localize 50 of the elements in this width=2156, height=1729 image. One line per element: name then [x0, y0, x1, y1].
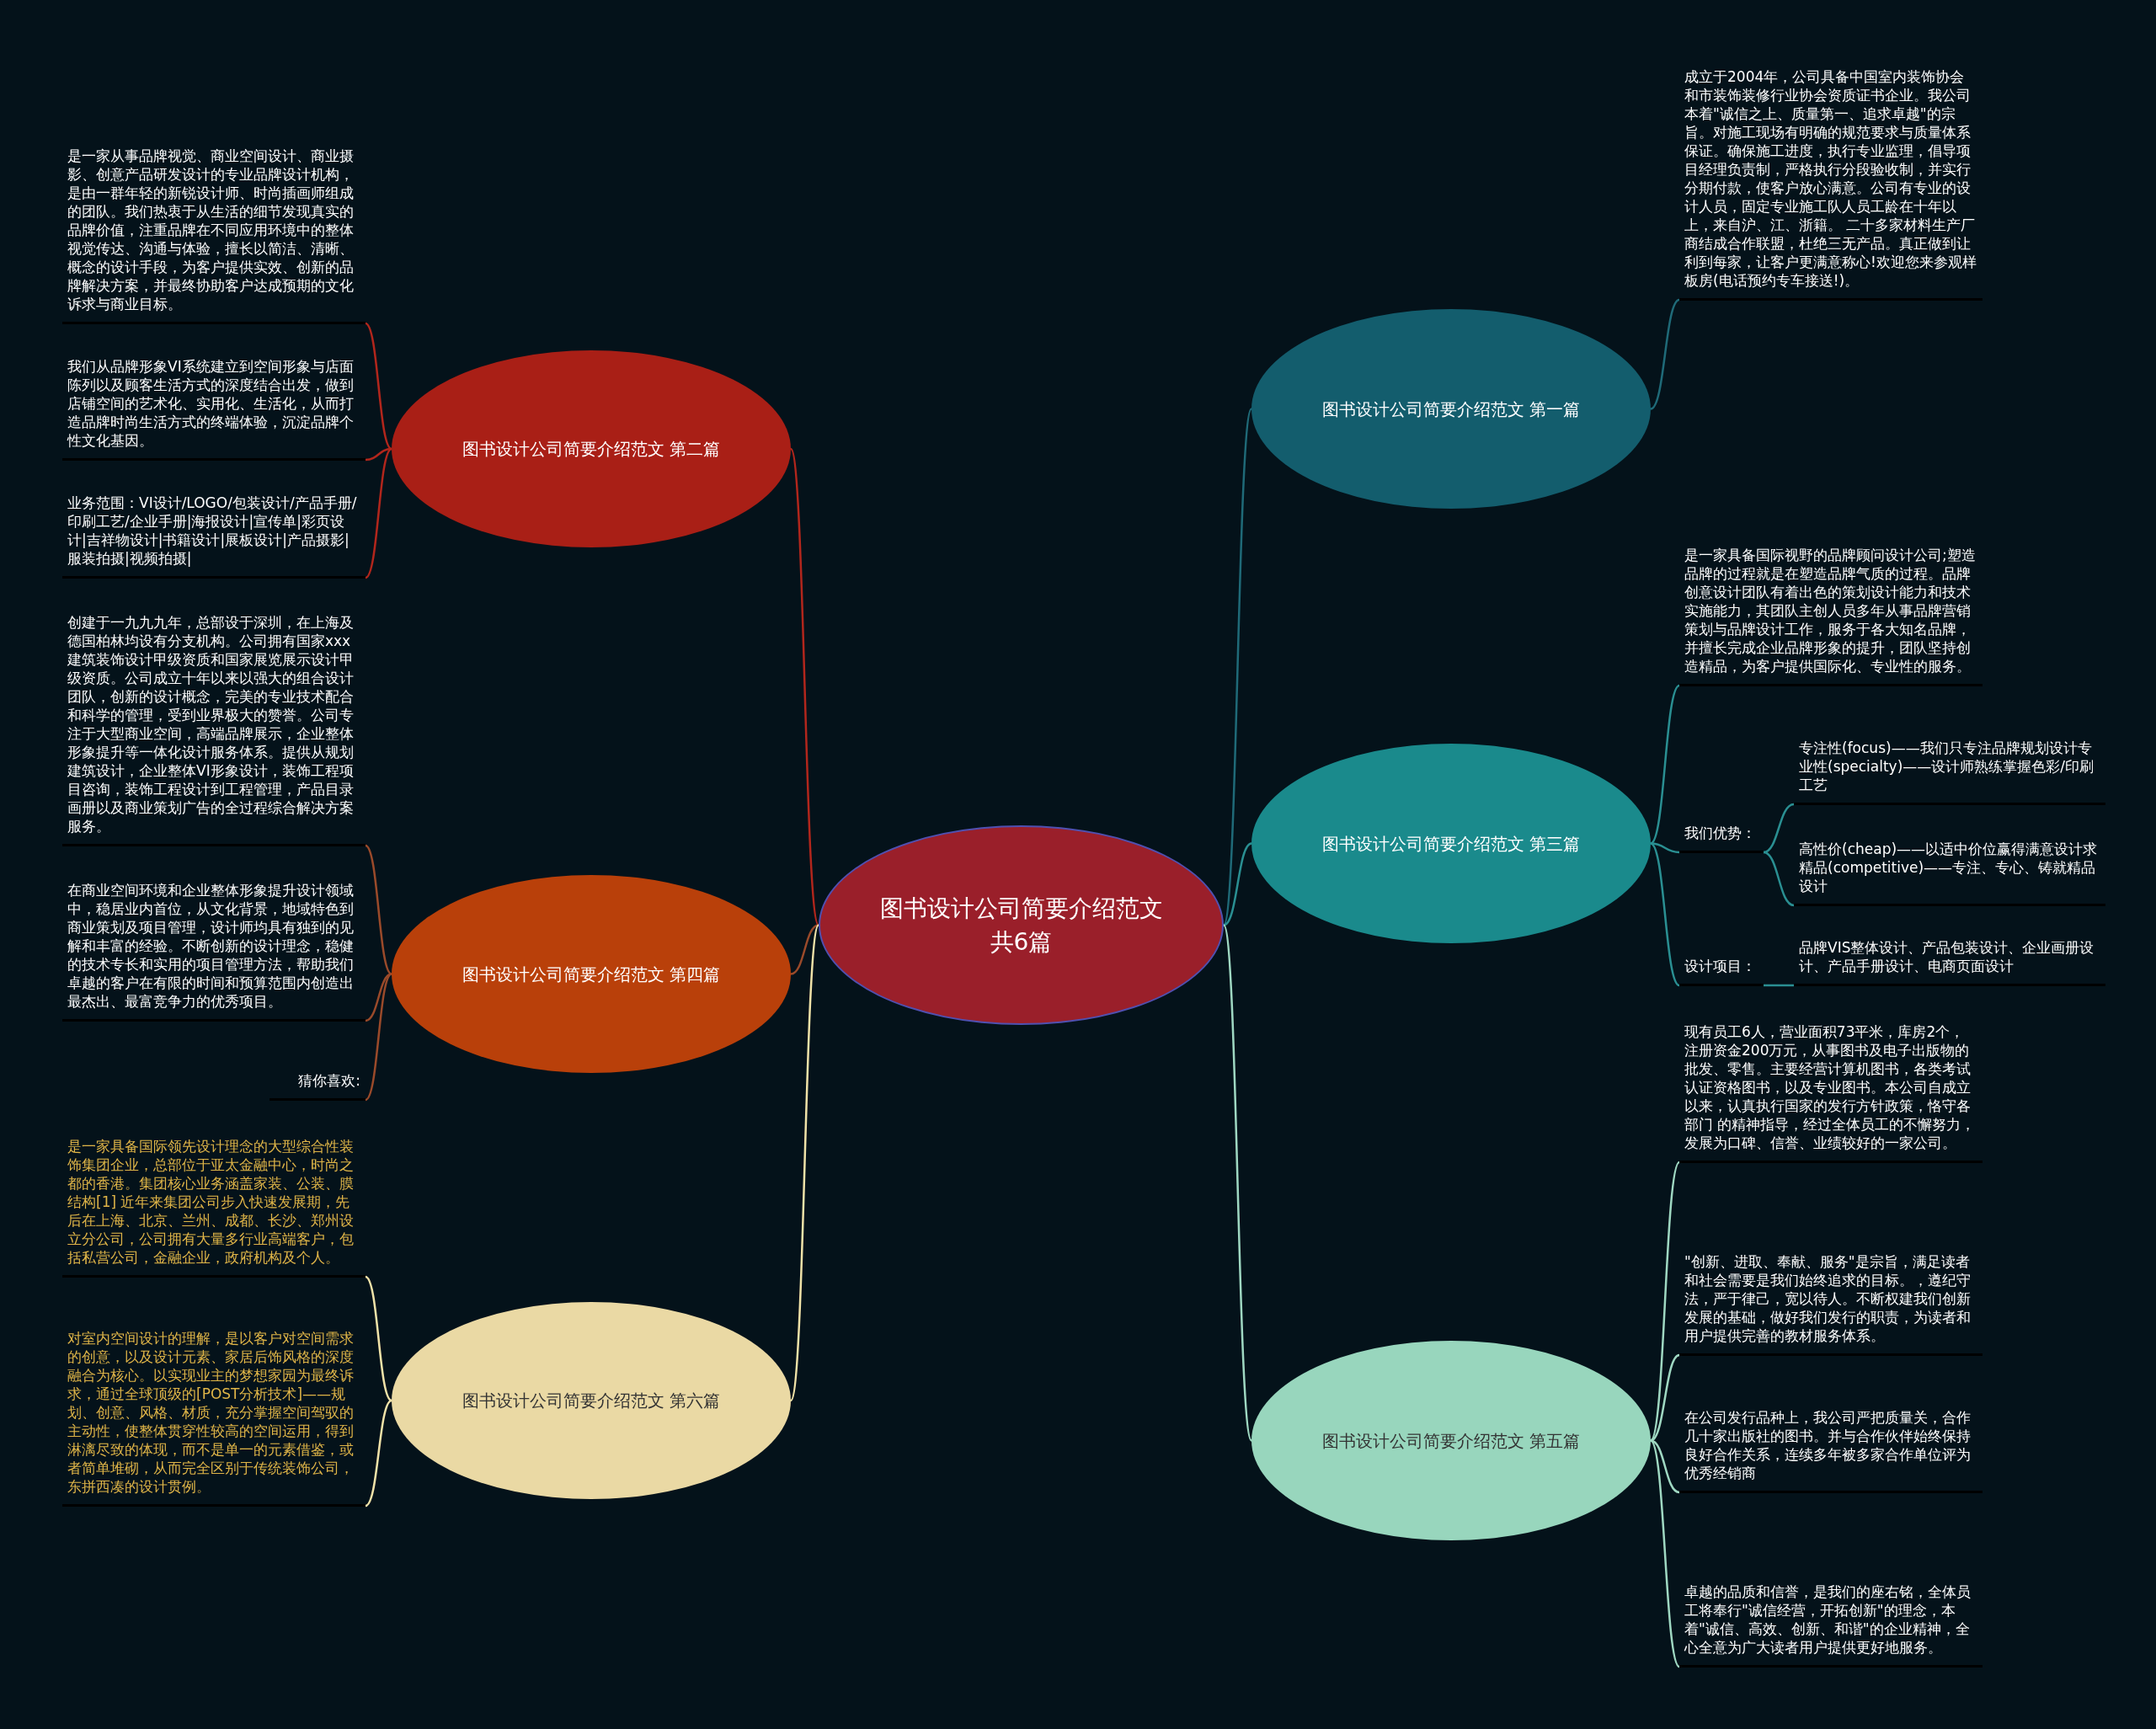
connector-line [1763, 851, 1795, 907]
topic-ellipse: 图书设计公司简要介绍范文 第二篇 [392, 350, 791, 547]
connector-line [1222, 408, 1253, 926]
text-note: 创建于一九九九年，总部设于深圳，在上海及德国柏林均设有分支机构。公司拥有国家xxx建筑装饰设计甲级资质和国家展览展示设计甲级资质。公司成立十年以来以强大的组合设计团队，创新的设计概念，完美的专业技术配合和科学的管理，受到业界极大的赞誉。公司专注于大型商业空间，高端品牌展示，企业整体形象提升等一体化设计服务体系。提供从规划建筑设计，企业整体VI形象设计，装饰工程项目咨询，装饰工程设计到工程管理，产品目录画册以及商业策划广告的全过程综合解决方案服务。 [62, 610, 366, 846]
text-note: 我们从品牌形象VI系统建立到空间形象与店面陈列以及顾客生活方式的深度结合出发，做到店铺空间的艺术化、实用化、生活化，从而打造品牌时尚生活方式的终端体验，沉淀品牌个性文化基因。 [62, 354, 366, 461]
connector-line [1222, 925, 1253, 1441]
text-note: 是一家从事品牌视觉、商业空间设计、商业摄影、创意产品研发设计的专业品牌设计机构，是由一群年轻的新锐设计师、时尚插画师组成的团队。我们热衷于从生活的细节发现真实的品牌价值，注重品牌在不同应用环境中的整体视觉传达、沟通与体验，擅长以简洁、清晰、概念的设计手段，为客户提供实效、创新的品牌解决方案，并最终协助客户达成预期的文化诉求与商业目标。 [62, 143, 366, 324]
connector-line [790, 924, 819, 975]
text-note: 业务范围：VI设计/LOGO/包装设计/产品手册/印刷工艺/企业手册|海报设计|宣传单|彩页设计|吉祥物设计|书籍设计|展板设计|产品摄影|服装拍摄|视频拍摄| [62, 490, 366, 579]
central-topic-ellipse: 图书设计公司简要介绍范文共6篇 [819, 825, 1224, 1025]
connector-line [1764, 984, 1794, 987]
text-note: 卓越的品质和信誉，是我们的座右铭，全体员工将奉行"诚信经营，开拓创新"的理念，本着"诚信、高效、创新、和谐"的企业精神，全心全意为广大读者用户提供更好地服务。 [1679, 1579, 1983, 1668]
connector-line [789, 925, 820, 1401]
connector-line [1650, 1439, 1680, 1668]
text-note: 现有员工6人，营业面积73平米，库房2个，注册资金200万元，从事图书及电子出版物的批发、零售。主要经营计算机图书，各类考试认证资格图书，以及专业图书。本公司自成立以来，认真执行国家的发行方针政策，恪守各部门 的精神指导，经过全体员工的不懈努力，发展为口碑、信誉、业绩较好的一家公司。 [1679, 1019, 1983, 1163]
connector-line [365, 447, 392, 462]
connector-line [365, 973, 392, 1101]
text-note: 我们优势： [1679, 820, 1764, 853]
topic-ellipse: 图书设计公司简要介绍范文 第一篇 [1251, 309, 1651, 509]
connector-line [1649, 1161, 1681, 1442]
text-note: 是一家具备国际视野的品牌顾问设计公司;塑造品牌的过程就是在塑造品牌气质的过程。品牌创意设计团队有着出色的策划设计能力和技术实施能力，其团队主创人员多年从事品牌营销策划与品牌设计工作，服务于各大知名品牌，并擅长完成企业品牌形象的提升，团队坚持创造精品，为客户提供国际化、专业性的服务。 [1679, 542, 1983, 686]
connector-line [789, 448, 820, 926]
text-note: 成立于2004年，公司具备中国室内装饰协会和市装饰装修行业协会资质证书企业。我公司本着"诚信之上、质量第一、追求卓越"的宗旨。对施工现场有明确的规范要求与质量体系保证。确保施工进度，执行专业监理，倡导项目经理负责制，严格执行分段验收制，并实行分期付款，使客户放心满意。公司有专业的设计人员，固定专业施工队人员工龄在十年以上，来自沪、江、浙籍。 二十多家材料生产厂商结成合作联盟，杜绝三无产品。真正做到让利到每家，让客户更满意称心!欢迎您来参观样板房(电话预约专车接送!)。 [1679, 64, 1983, 301]
connector-line [1650, 1353, 1680, 1442]
connector-line [365, 448, 392, 579]
connector-line [1650, 685, 1680, 845]
connector-line [1650, 842, 1680, 854]
text-note: 在商业空间环境和企业整体形象提升设计领域中，稳居业内首位，从文化背景，地域特色到商业策划及项目管理，设计师均具有独到的见解和丰富的经验。不断创新的设计理念，稳健的技术专长和实用的项目管理方法，帮助我们卓越的客户在有限的时间和预算范围内创造出最杰出、最富竞争力的优秀项目。 [62, 878, 366, 1022]
text-note: 高性价(cheap)——以适中价位赢得满意设计求精品(competitive)——专注、专心、铸就精品设计 [1794, 836, 2105, 906]
text-note: "创新、进取、奉献、服务"是宗旨，满足读者和社会需要是我们始终追求的目标。，遵纪守法，严于律己，宽以待人。不断权建我们创新发展的基础，做好我们发行的职责，为读者和用户提供完善的教材服务体系。 [1679, 1249, 1983, 1356]
topic-ellipse: 图书设计公司简要介绍范文 第五篇 [1251, 1341, 1651, 1540]
topic-ellipse: 图书设计公司简要介绍范文 第三篇 [1251, 744, 1651, 943]
connector-line [1223, 842, 1252, 926]
connector-line [365, 1399, 392, 1508]
connector-line [1650, 298, 1680, 410]
topic-ellipse: 图书设计公司简要介绍范文 第六篇 [392, 1302, 791, 1499]
text-note: 专注性(focus)——我们只专注品牌规划设计专业性(specialty)——设计师熟练掌握色彩/印刷工艺 [1794, 735, 2105, 805]
text-note: 是一家具备国际领先设计理念的大型综合性装饰集团企业，总部位于亚太金融中心，时尚之都的香港。集团核心业务涵盖家装、公装、膜结构[1] 近年来集团公司步入快速发展期，先后在上海、北京、兰州、成都、长沙、郑州设立分公司，公司拥有大量多行业高端客户，包括私营公司，金融企业，政府机构及个人。 [62, 1134, 366, 1278]
text-note: 猜你喜欢: [270, 1068, 366, 1101]
connector-line [365, 1276, 392, 1401]
connector-line [365, 323, 392, 450]
text-note: 设计项目： [1679, 953, 1764, 986]
text-note: 品牌VIS整体设计、产品包装设计、企业画册设计、产品手册设计、电商页面设计 [1794, 935, 2105, 986]
connector-line [1650, 1439, 1680, 1494]
topic-ellipse: 图书设计公司简要介绍范文 第四篇 [392, 875, 791, 1073]
connector-line [1763, 803, 1795, 854]
connector-line [1650, 842, 1680, 986]
text-note: 对室内空间设计的理解，是以客户对空间需求的创意，以及设计元素、家居后饰风格的深度融合为核心。以实现业主的梦想家园为最终诉求，通过全球顶级的[POST分析技术]——规划、创意、风格、材质，充分掌握空间驾驭的主动性，使整体贯穿性较高的空间运用，得到淋漓尽致的体现，而不是单一的元素借鉴，或者简单堆砌，从而完全区别于传统装饰公司，东拼西凑的设计贯例。 [62, 1326, 366, 1507]
text-note: 在公司发行品种上，我公司严把质量关，合作几十家出版社的图书。并与合作伙伴始终保持良好合作关系，连续多年被多家合作单位评为优秀经销商 [1679, 1405, 1983, 1493]
connector-line [365, 845, 392, 975]
